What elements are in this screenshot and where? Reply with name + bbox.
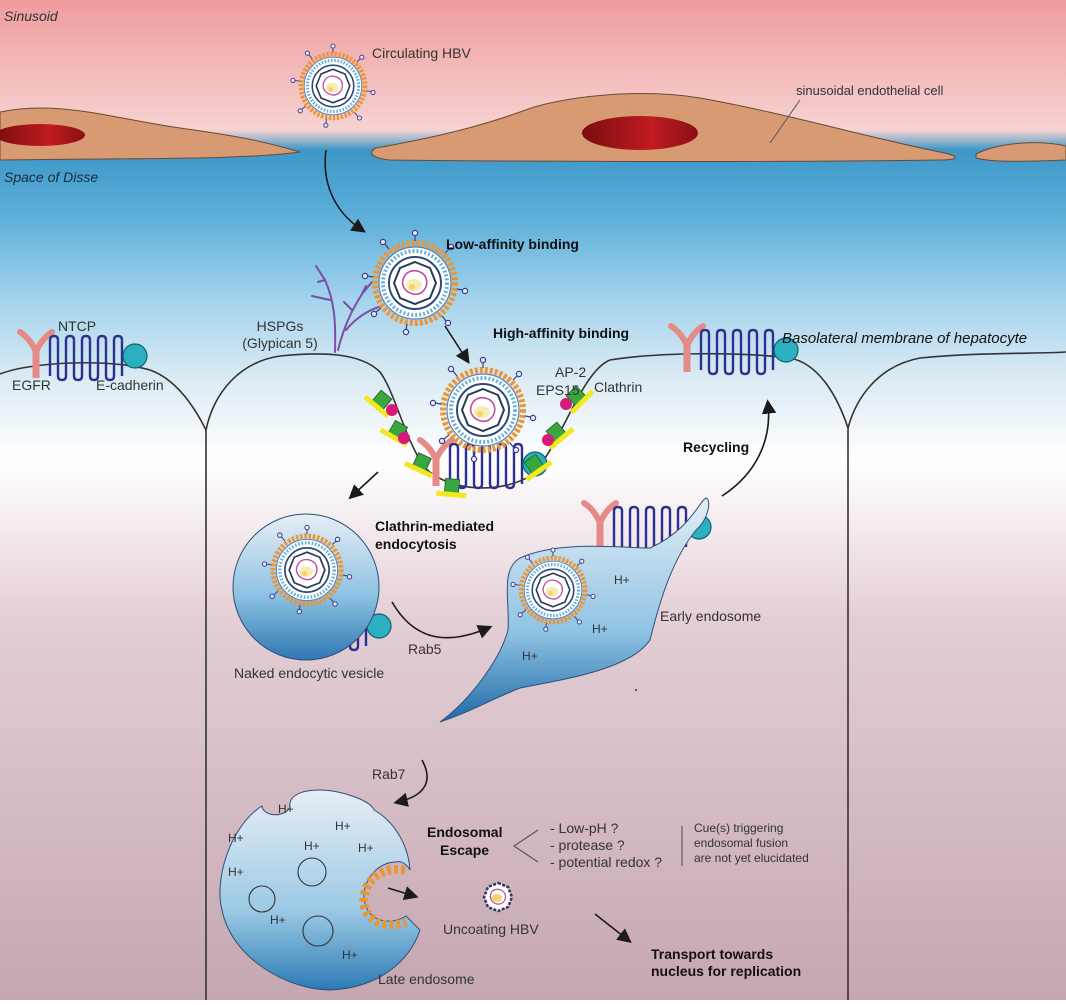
recycling-label: Recycling bbox=[683, 439, 750, 455]
sinusoidal-endothelial-cells bbox=[0, 93, 1066, 162]
h-plus-early-1: H+ bbox=[614, 573, 630, 587]
endothelial-nucleus bbox=[582, 116, 698, 150]
flow-arrows bbox=[324, 149, 777, 943]
sinusoid-label: Sinusoid bbox=[4, 8, 58, 24]
h-plus-late-7: H+ bbox=[270, 913, 286, 927]
cue-protease: - protease ? bbox=[550, 837, 625, 853]
h-plus-late-3: H+ bbox=[228, 831, 244, 845]
late-endosome-label: Late endosome bbox=[378, 971, 475, 987]
hepatocyte-membranes bbox=[0, 351, 1066, 1000]
rab7-label: Rab7 bbox=[372, 766, 406, 782]
egfr-label: EGFR bbox=[12, 377, 51, 393]
cue-note-1: Cue(s) triggering bbox=[694, 821, 784, 835]
h-plus-late-4: H+ bbox=[304, 839, 320, 853]
high-affinity-binding-label: High-affinity binding bbox=[493, 325, 630, 341]
eps15-marker bbox=[542, 434, 554, 446]
circulating-hbv-label: Circulating HBV bbox=[372, 45, 471, 61]
endothelial-cell-label: sinusoidal endothelial cell bbox=[796, 83, 944, 98]
naked-vesicle-label: Naked endocytic vesicle bbox=[234, 665, 385, 681]
cue-note-3: are not yet elucidated bbox=[694, 851, 809, 865]
basolateral-membrane-label: Basolateral membrane of hepatocyte bbox=[782, 330, 1028, 347]
low-affinity-binding-label: Low-affinity binding bbox=[446, 236, 579, 252]
cue-low-ph: - Low-pH ? bbox=[550, 820, 619, 836]
h-plus-late-5: H+ bbox=[358, 841, 374, 855]
hspg-glypican bbox=[311, 265, 383, 353]
h-plus-late-2: H+ bbox=[335, 819, 351, 833]
endothelial-nucleus bbox=[0, 124, 85, 146]
hspgs-label: HSPGs bbox=[256, 318, 304, 334]
endosomal-escape-label-1: Endosomal bbox=[427, 824, 503, 840]
clathrin-label: Clathrin bbox=[594, 379, 643, 395]
ap2-label: AP-2 bbox=[555, 364, 587, 380]
ntcp-label: NTCP bbox=[58, 318, 97, 334]
clathrin-mediated-label-2: endocytosis bbox=[375, 536, 457, 552]
escape-bracket bbox=[513, 829, 539, 863]
uncoating-hbv-label: Uncoating HBV bbox=[443, 921, 539, 937]
h-plus-early-3: H+ bbox=[522, 649, 538, 663]
h-plus-late-8: H+ bbox=[342, 948, 358, 962]
h-plus-late-1: H+ bbox=[278, 802, 294, 816]
cue-redox: - potential redox ? bbox=[550, 854, 663, 870]
endosomal-escape-label-2: Escape bbox=[440, 842, 490, 858]
transport-label-2: nucleus for replication bbox=[651, 963, 802, 979]
eps15-marker bbox=[386, 404, 398, 416]
h-plus-late-6: H+ bbox=[228, 865, 244, 879]
uncoating-hbv-capsid bbox=[482, 881, 514, 913]
transport-label-1: Transport towards bbox=[651, 946, 774, 962]
early-endosome-label: Early endosome bbox=[660, 608, 762, 624]
h-plus-early-2: H+ bbox=[592, 622, 608, 636]
clathrin-mediated-label-1: Clathrin-mediated bbox=[375, 518, 495, 534]
e-cadherin-label: E-cadherin bbox=[96, 377, 164, 393]
clathrin-coat bbox=[362, 379, 595, 499]
eps15-label: EPS15 bbox=[536, 382, 580, 398]
cue-note-2: endosomal fusion bbox=[694, 836, 789, 850]
intraluminal-vesicles bbox=[248, 857, 334, 947]
glypican-label: (Glypican 5) bbox=[242, 335, 318, 351]
space-of-disse-label: Space of Disse bbox=[4, 169, 99, 185]
rab5-label: Rab5 bbox=[408, 641, 442, 657]
eps15-marker bbox=[560, 398, 572, 410]
eps15-marker bbox=[398, 432, 410, 444]
